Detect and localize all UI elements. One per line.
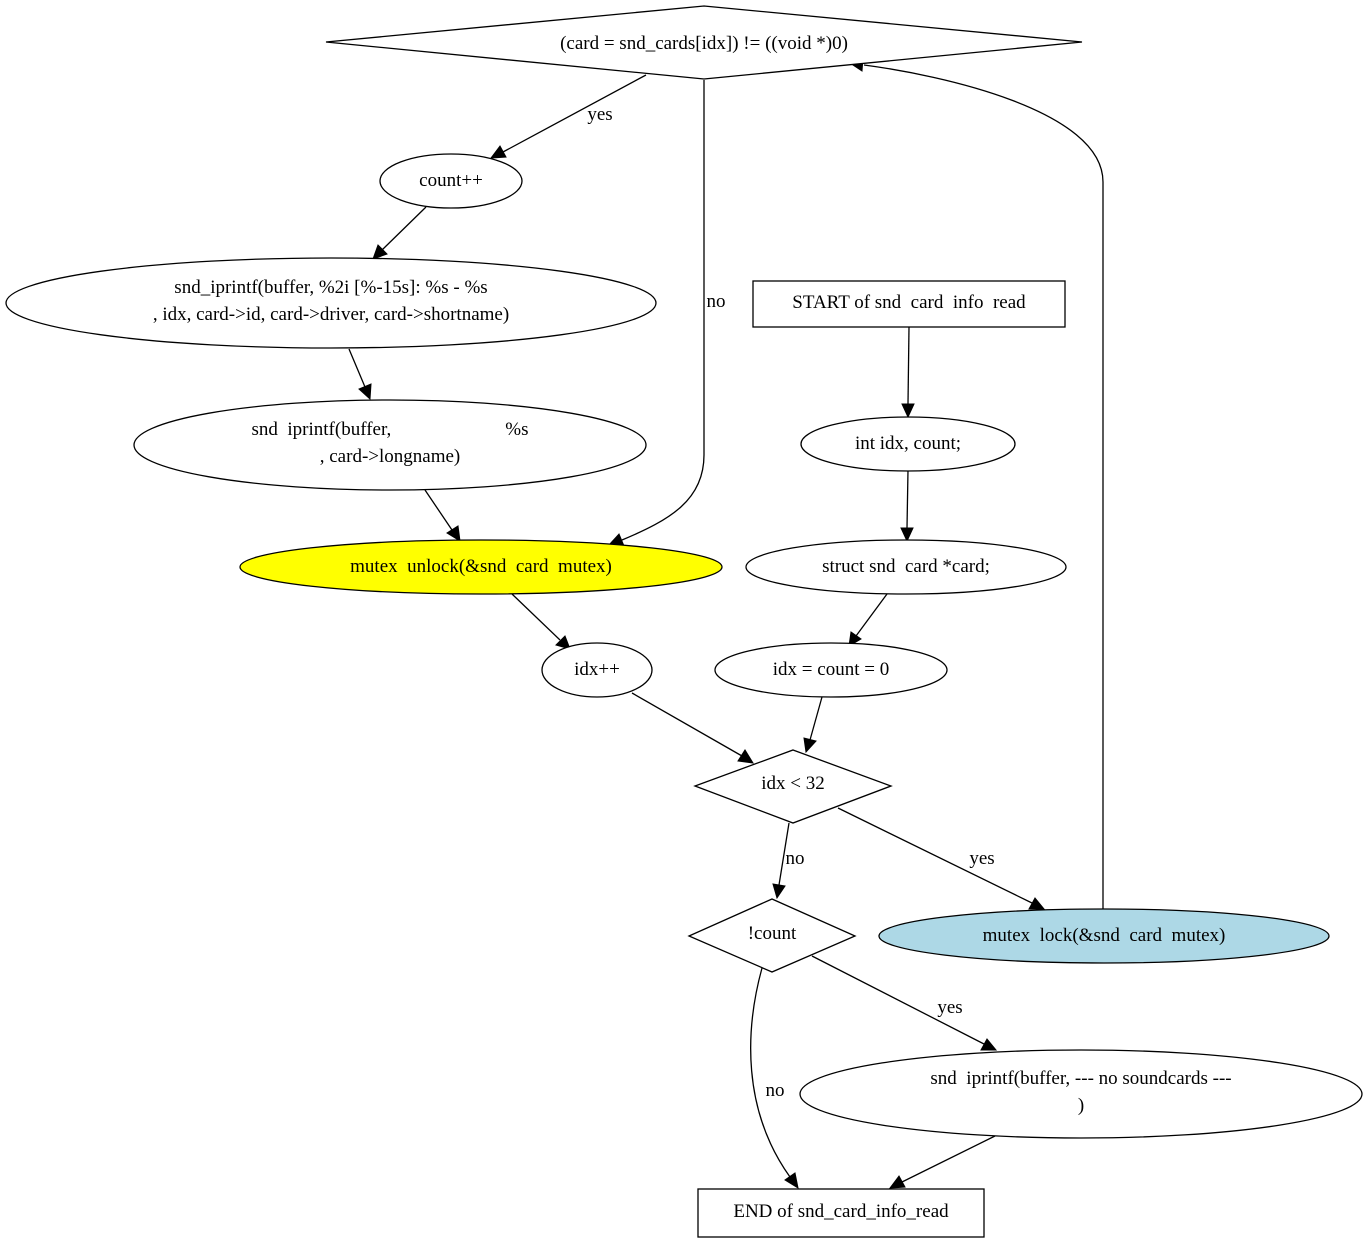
node-loop-condition: (card = snd_cards[idx]) != ((void *)0) xyxy=(325,5,1083,80)
node-count-increment: count++ xyxy=(379,153,523,209)
node-printf-no-soundcards: snd iprintf(buffer, --- no soundcards --… xyxy=(799,1049,1363,1139)
edge-decl1-decl2 xyxy=(906,469,909,529)
node-end: END of snd_card_info_read xyxy=(697,1188,985,1238)
edge-init-idxcond xyxy=(809,696,823,741)
edge-idx-no xyxy=(778,822,790,886)
node-text: struct snd card *card; xyxy=(822,556,990,577)
edge-loop-no xyxy=(621,80,705,541)
edge-count-no xyxy=(750,967,791,1178)
lock-ellipse xyxy=(878,908,1330,964)
edge-label-count-no: no xyxy=(766,1080,785,1101)
edge-label-idx-yes: yes xyxy=(969,848,994,869)
node-idx-increment: idx++ xyxy=(541,642,653,698)
edge-printf3-end xyxy=(901,1135,996,1183)
arrowhead xyxy=(803,737,817,754)
edge-idxinc-idxcond xyxy=(631,692,743,757)
node-mutex-lock: mutex lock(&snd card mutex) xyxy=(878,908,1330,964)
node-printf-longname: snd iprintf(buffer, %s , card->longname) xyxy=(133,399,647,491)
edge-label-idx-no: no xyxy=(786,848,805,869)
edge-count-printf1 xyxy=(381,206,427,251)
arrowhead xyxy=(1028,897,1046,910)
arrowhead xyxy=(358,383,372,401)
arrowhead xyxy=(901,403,915,419)
edge-labels: yes no no yes yes no xyxy=(587,104,994,1101)
edge-count-yes xyxy=(811,955,985,1045)
edge-printf1-printf2 xyxy=(348,348,366,388)
node-decl-idx-count: int idx, count; xyxy=(800,416,1016,472)
node-printf-card-info: snd_iprintf(buffer, %2i [%-15s]: %s - %s… xyxy=(5,257,657,349)
node-idx-condition: idx < 32 xyxy=(693,749,893,824)
node-text: idx = count = 0 xyxy=(773,659,889,680)
edge-loop-yes xyxy=(502,74,647,153)
edge-start-decl1 xyxy=(907,326,910,405)
edge-decl2-init xyxy=(855,593,888,637)
node-text: idx++ xyxy=(574,659,620,680)
arrowhead xyxy=(555,635,571,650)
node-text: START of snd card info read xyxy=(792,292,1026,313)
arrowhead xyxy=(737,749,754,764)
node-text: , card->longname) xyxy=(320,446,461,467)
edges xyxy=(348,57,1104,1190)
node-text: , idx, card->id, card->driver, card->sho… xyxy=(153,304,509,325)
edge-label-loop-yes: yes xyxy=(587,104,612,125)
node-text: snd iprintf(buffer, %s xyxy=(252,419,529,440)
node-text: mutex lock(&snd card mutex) xyxy=(983,925,1226,946)
node-not-count: !count xyxy=(687,898,857,973)
arrowhead xyxy=(446,525,461,542)
edge-idx-yes xyxy=(837,807,1033,904)
node-text: idx < 32 xyxy=(761,773,825,794)
node-text: count++ xyxy=(419,170,483,191)
node-text: ) xyxy=(1078,1095,1084,1116)
edge-lock-loop xyxy=(863,64,1104,910)
edge-unlock-idxinc xyxy=(511,593,561,641)
node-mutex-unlock: mutex unlock(&snd card mutex) xyxy=(239,539,723,595)
node-text: int idx, count; xyxy=(855,433,961,454)
node-text: snd iprintf(buffer, --- no soundcards --… xyxy=(930,1068,1231,1089)
node-text: snd_iprintf(buffer, %2i [%-15s]: %s - %s xyxy=(174,277,487,298)
node-decl-card: struct snd card *card; xyxy=(745,539,1067,595)
arrowhead xyxy=(784,1172,799,1190)
arrowhead xyxy=(489,145,507,159)
node-start: START of snd card info read xyxy=(752,280,1066,328)
edge-label-count-yes: yes xyxy=(937,997,962,1018)
arrowhead xyxy=(900,527,914,543)
arrowhead xyxy=(848,631,862,647)
arrowhead xyxy=(980,1038,998,1051)
node-text: END of snd_card_info_read xyxy=(733,1201,949,1222)
arrowhead xyxy=(888,1175,906,1189)
edge-label-loop-no: no xyxy=(707,291,726,312)
arrowhead xyxy=(372,244,388,260)
arrowhead xyxy=(772,883,786,900)
node-text: !count xyxy=(748,923,797,944)
edge-printf2-unlock xyxy=(424,489,453,531)
unlock-ellipse xyxy=(239,539,723,595)
node-init: idx = count = 0 xyxy=(714,642,948,698)
node-text: (card = snd_cards[idx]) != ((void *)0) xyxy=(560,33,848,54)
node-text: mutex unlock(&snd card mutex) xyxy=(350,556,612,577)
